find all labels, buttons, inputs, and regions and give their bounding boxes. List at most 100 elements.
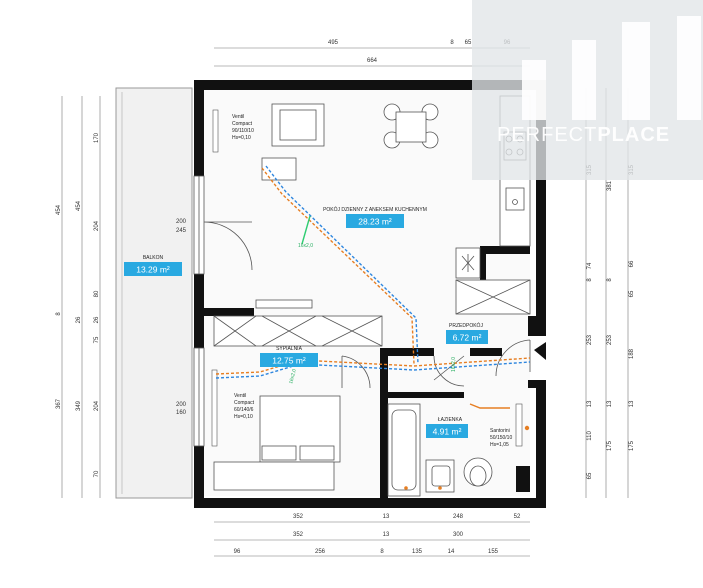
watermark-text: PERFECTPLACE	[497, 124, 670, 147]
radiator-top	[212, 109, 219, 153]
dim-bottom3-f: 155	[488, 549, 499, 555]
dim-left-outer-a: 454	[56, 204, 62, 215]
dim-right-outer-e: 13	[587, 400, 593, 407]
sanitary-line1: Santorini	[490, 428, 510, 434]
dim-right-outer-b: 74	[587, 262, 593, 269]
sanitary-line2: 50/150/10	[490, 435, 512, 441]
dim-bottom3-c: 8	[380, 549, 384, 555]
area-badge-bath	[426, 424, 468, 438]
dim-left-inner-g: 70	[94, 470, 100, 477]
dim-bottom1-a: 352	[293, 514, 304, 520]
dim-bottom3-d: 135	[412, 549, 423, 555]
dim-left-inner-d: 26	[94, 316, 100, 323]
bedroom-area: 12.75 m²	[272, 356, 306, 366]
window-left-bottom	[193, 347, 205, 447]
radiator-bottom	[211, 369, 218, 447]
bed	[213, 395, 341, 491]
sofa	[271, 103, 325, 147]
dim-right-inner-b: 66	[629, 260, 635, 267]
dim-top1-a: 495	[328, 40, 339, 46]
dim-right-mid-a: 381	[607, 180, 613, 191]
dim-bottom1-c: 248	[453, 514, 464, 520]
dim-top2: 664	[367, 58, 378, 64]
dim-window-bottom-a: 200	[176, 402, 187, 408]
dim-right-inner-c: 65	[629, 290, 635, 297]
hall-area: 6.72 m²	[453, 333, 482, 343]
dim-bottom2-a: 352	[293, 532, 304, 538]
dim-window-bottom-b: 160	[176, 410, 187, 416]
balcony-name: BALKON	[143, 255, 164, 261]
dim-left-mid-c: 349	[76, 400, 82, 411]
note-vent-bottom: Ventil Compact 60/140/6 Hs=0,10	[234, 393, 255, 420]
bath-name: ŁAZIENKA	[438, 417, 463, 423]
dim-right-inner-d: 188	[629, 348, 635, 359]
balcony-slab	[115, 87, 193, 499]
dim-bottom3-b: 256	[315, 549, 326, 555]
toilet	[463, 457, 493, 487]
watermark-part1: PERFECT	[497, 124, 598, 146]
hall-name: PRZEDPOKÓJ	[449, 322, 483, 329]
living-room-area: 28.23 m²	[358, 217, 392, 227]
vent-top-line1: Ventil	[232, 114, 244, 120]
dim-window-top-b: 245	[176, 228, 187, 234]
label-balcony: BALKON 13.29 m²	[124, 255, 182, 276]
dim-top1-c: 65	[465, 40, 472, 46]
vent-bottom-line4: Hs=0,10	[234, 414, 253, 420]
bath-area: 4.91 m²	[433, 427, 462, 437]
label-hall: PRZEDPOKÓJ 6.72 m²	[446, 322, 488, 344]
dim-right-mid-d: 13	[607, 400, 613, 407]
label-bath: ŁAZIENKA 4.91 m²	[426, 417, 468, 438]
dim-window-top-a: 200	[176, 219, 187, 225]
entrance-arrow-icon	[534, 342, 546, 360]
pipe-label-c: 16x2,0	[451, 357, 457, 372]
dim-right-mid-e: 175	[607, 440, 613, 451]
pipe-label-a: 16x2,0	[298, 243, 313, 249]
dim-bottom3-a: 96	[234, 549, 241, 555]
area-badge-bedroom	[260, 353, 318, 367]
vent-top-line2: Compact	[232, 121, 253, 127]
dim-bottom1-b: 13	[383, 514, 390, 520]
pipe-label-b: 16x2,0	[288, 368, 298, 384]
balcony-area: 13.29 m²	[136, 265, 170, 275]
fridge	[455, 247, 531, 315]
dim-left-outer-c: 367	[56, 398, 62, 409]
vent-bottom-line2: Compact	[234, 400, 255, 406]
wardrobe	[213, 299, 383, 347]
dimension-lines	[61, 47, 629, 557]
dim-left-inner-a: 170	[94, 132, 100, 143]
vent-top-line3: 90/110/10	[232, 128, 254, 134]
dim-bottom2-b: 13	[383, 532, 390, 538]
note-sanitary: Santorini 50/150/10 Hs=1,05	[490, 428, 512, 448]
watermark-panel	[472, 0, 703, 180]
label-bedroom: SYPIALNIA 12.75 m²	[260, 346, 318, 367]
bath-radiator	[515, 403, 523, 447]
dining-table	[383, 103, 439, 149]
bedroom-name: SYPIALNIA	[276, 346, 303, 352]
window-left-top	[193, 175, 205, 275]
dim-left-inner-b: 204	[94, 220, 100, 231]
vent-top-line4: Hs=0,10	[232, 135, 251, 141]
dim-right-outer-g: 65	[587, 472, 593, 479]
area-badge-balcony	[124, 262, 182, 276]
vent-bottom-line3: 60/140/6	[234, 407, 254, 413]
dim-left-mid-b: 26	[76, 316, 82, 323]
dim-left-inner-e: 75	[94, 336, 100, 343]
exterior-walls	[194, 80, 546, 508]
watermark-part2: PLACE	[597, 124, 671, 146]
dim-right-outer-f: 110	[587, 431, 593, 441]
dim-right-mid-b: 8	[607, 278, 613, 282]
watermark-logo-icon	[522, 16, 701, 120]
living-room-name: POKÓJ DZIENNY Z ANEKSEM KUCHENNYM	[323, 206, 427, 213]
dim-right-outer-c: 8	[587, 278, 593, 282]
area-badge-living	[346, 214, 404, 228]
sanitary-line3: Hs=1,05	[490, 442, 509, 448]
coffee-table	[261, 157, 297, 181]
note-vent-top: Ventil Compact 90/110/10 Hs=0,10	[232, 114, 254, 141]
dim-left-inner-f: 204	[94, 400, 100, 411]
bathtub	[387, 403, 421, 497]
dim-left-mid-a: 454	[76, 200, 82, 211]
dim-right-mid-c: 253	[607, 334, 613, 345]
dim-right-inner-f: 175	[629, 440, 635, 451]
valve-icon	[524, 425, 530, 431]
